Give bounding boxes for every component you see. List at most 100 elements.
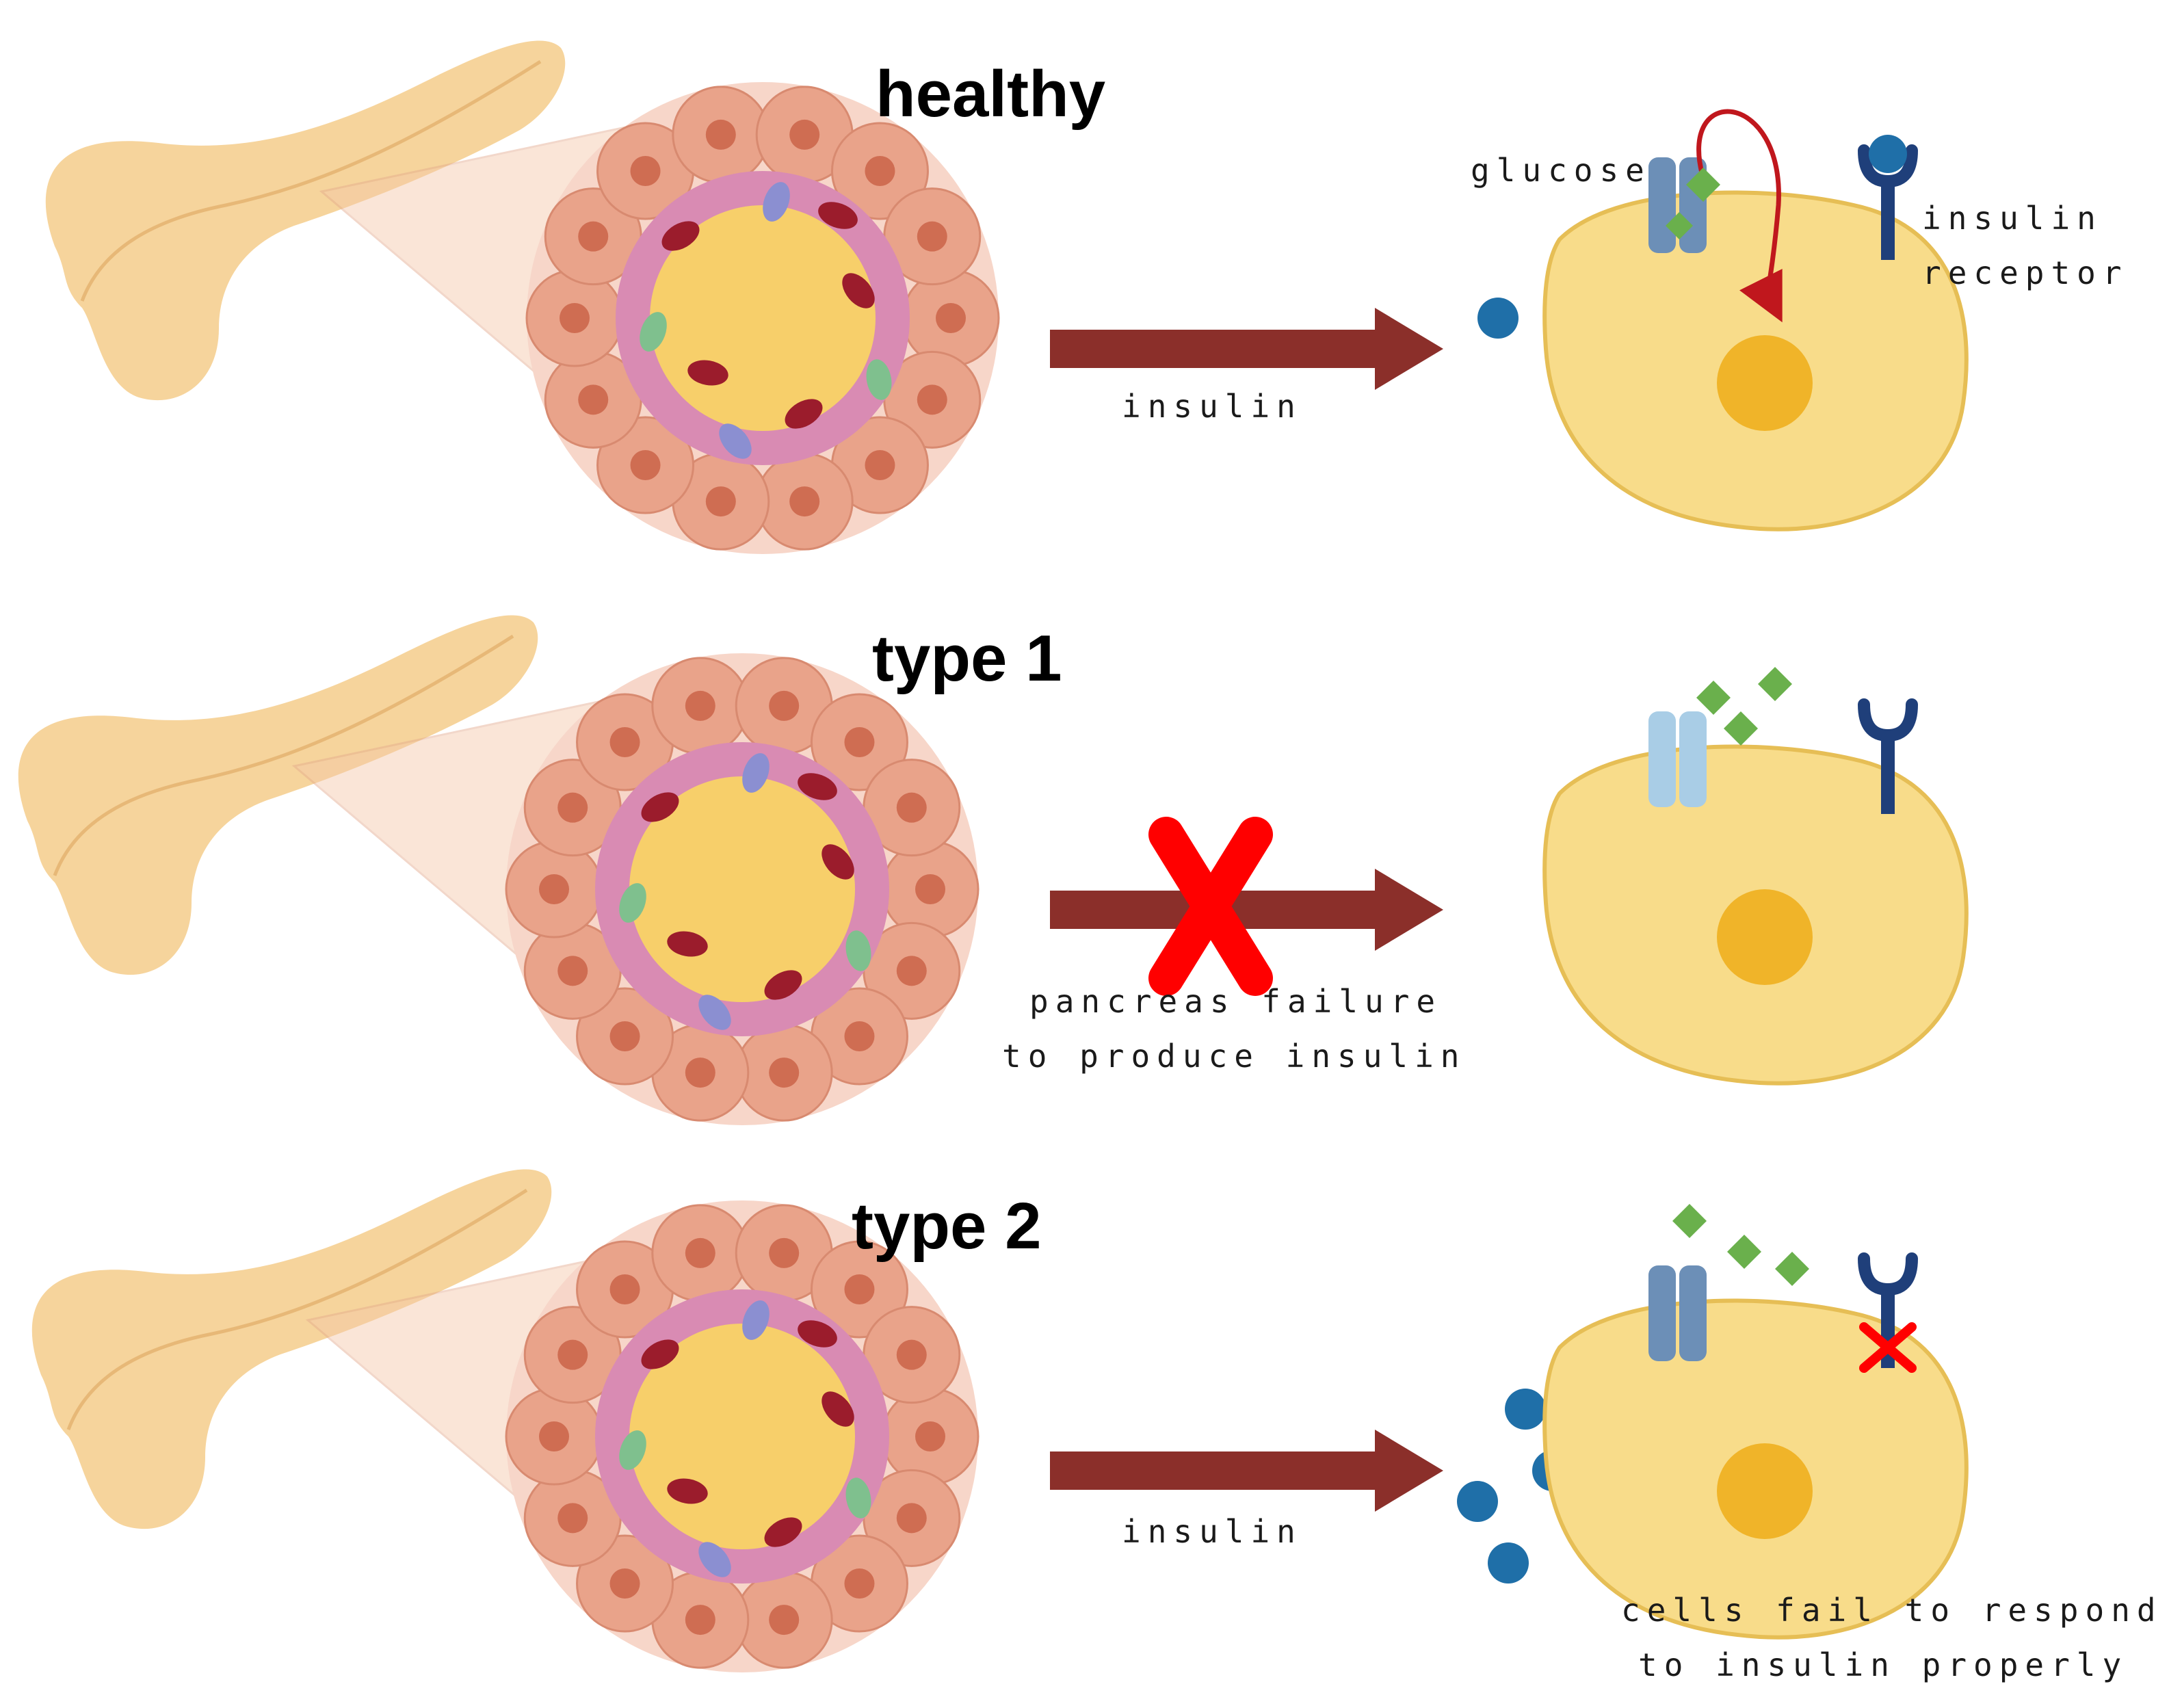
- islet-cell: [785, 399, 823, 429]
- arrow-shaft: [1050, 1451, 1378, 1490]
- islet-cell: [763, 182, 790, 222]
- cell-note-line-2: to insulin properly: [1638, 1646, 2128, 1683]
- acinar-nucleus: [557, 956, 588, 986]
- row-title: type 1: [872, 622, 1062, 695]
- cell-nucleus: [1717, 889, 1813, 985]
- islet-cell: [764, 970, 802, 1000]
- acinar-nucleus: [685, 690, 715, 721]
- islet-cell: [698, 995, 731, 1030]
- pancreatic-duct: [80, 60, 542, 302]
- pancreatic-duct: [66, 1188, 528, 1430]
- acinar-nucleus: [609, 1274, 640, 1304]
- insulin-receptor-arms: [1858, 698, 1918, 742]
- insulin-arrow: [1050, 1430, 1443, 1512]
- islet-cell: [742, 1300, 770, 1340]
- acinar-nucleus: [865, 450, 895, 481]
- arrow-head: [1375, 308, 1443, 390]
- bound-insulin: [1869, 135, 1907, 173]
- islet-cell: [821, 844, 854, 880]
- arrow-head: [1375, 1430, 1443, 1512]
- acinar-nucleus: [557, 792, 588, 823]
- acinar-nucleus: [789, 119, 820, 150]
- acinar-nucleus: [915, 874, 945, 904]
- row-healthy: healthy insulin glucose insulin receptor: [45, 40, 2122, 554]
- cell-nucleus: [1717, 1443, 1813, 1539]
- glucose-molecule: [1775, 1252, 1809, 1286]
- acinar-nucleus: [896, 1339, 927, 1370]
- islet-cell: [687, 360, 728, 386]
- acinar-nucleus: [865, 155, 895, 186]
- islet-cell: [818, 202, 858, 229]
- acinar-nucleus: [609, 1568, 640, 1599]
- acinar-nucleus: [578, 384, 609, 415]
- glucose-molecule: [1727, 1235, 1761, 1269]
- glucose-molecule: [1724, 711, 1758, 746]
- acinar-nucleus: [917, 221, 947, 252]
- acinar-nucleus: [844, 726, 875, 757]
- acinar-nucleus: [769, 1237, 800, 1268]
- acinar-nucleus: [917, 384, 947, 415]
- arrow-label-line-1: pancreas failure: [1029, 983, 1442, 1020]
- cell-note-line-1: cells fail to respond: [1621, 1592, 2163, 1629]
- islet-cell: [640, 312, 667, 352]
- glucose-channel: [1648, 1265, 1676, 1361]
- insulin-receptor-stem: [1881, 178, 1895, 260]
- islet-cell: [719, 423, 752, 459]
- arrow-label-line-2: to produce insulin: [1002, 1038, 1467, 1075]
- islet-illustration: [505, 653, 980, 1125]
- cell-nucleus: [1717, 335, 1813, 431]
- islet-cell: [742, 753, 770, 793]
- acinar-nucleus: [560, 303, 590, 333]
- islet-cell: [667, 931, 708, 957]
- acinar-nucleus: [685, 1237, 715, 1268]
- islet-cell: [619, 883, 646, 923]
- pancreas-body: [45, 40, 566, 401]
- acinar-nucleus: [539, 874, 569, 904]
- acinar-nucleus: [578, 221, 609, 252]
- target-cell: [1542, 667, 1969, 1086]
- row-title: healthy: [876, 57, 1105, 131]
- islet-cell: [641, 792, 679, 822]
- glucose-label: glucose: [1471, 152, 1651, 189]
- cross-stroke: [1148, 817, 1273, 996]
- target-cell: [1542, 109, 1969, 531]
- glucose-channel: [1648, 157, 1676, 253]
- insulin-molecule: [1477, 298, 1519, 339]
- acinar-nucleus: [685, 1605, 715, 1635]
- acinar-nucleus: [557, 1339, 588, 1370]
- acinar-nucleus: [915, 1421, 945, 1451]
- islet-illustration: [505, 1200, 980, 1672]
- acinar-nucleus: [896, 1503, 927, 1534]
- acinar-nucleus: [769, 690, 800, 721]
- row-title: type 2: [852, 1190, 1041, 1263]
- target-cell: [1542, 1204, 1969, 1640]
- islet-cell: [845, 930, 871, 971]
- acinar-nucleus: [630, 450, 661, 481]
- acinar-nucleus: [609, 726, 640, 757]
- arrow-label: insulin: [1122, 1513, 1302, 1550]
- arrow-shaft: [1050, 330, 1378, 368]
- acinar-nucleus: [896, 956, 927, 986]
- insulin-receptor-stem: [1881, 732, 1895, 814]
- glucose-molecule: [1672, 1204, 1707, 1238]
- islet-cell: [619, 1430, 646, 1470]
- islet-cell: [698, 1542, 731, 1577]
- acinar-nucleus: [539, 1421, 569, 1451]
- row-type-1: type 1 pancreas failure to produce insul…: [18, 615, 1969, 1125]
- acinar-nucleus: [609, 1021, 640, 1052]
- acinar-nucleus: [557, 1503, 588, 1534]
- acinar-nucleus: [769, 1605, 800, 1635]
- glucose-channel: [1679, 711, 1707, 807]
- insulin-molecule: [1505, 1389, 1546, 1430]
- glucose-molecule: [1758, 667, 1792, 701]
- insulin-arrow: [1050, 308, 1443, 390]
- blocked-cross-icon: [1148, 817, 1273, 996]
- islet-cell: [845, 1477, 871, 1519]
- arrow-head: [1375, 869, 1443, 951]
- receptor-cross: [1859, 1322, 1917, 1373]
- islet-cell: [798, 773, 837, 800]
- islet-cell: [661, 221, 700, 251]
- glucose-inside: [1666, 212, 1693, 239]
- acinar-nucleus: [630, 155, 661, 186]
